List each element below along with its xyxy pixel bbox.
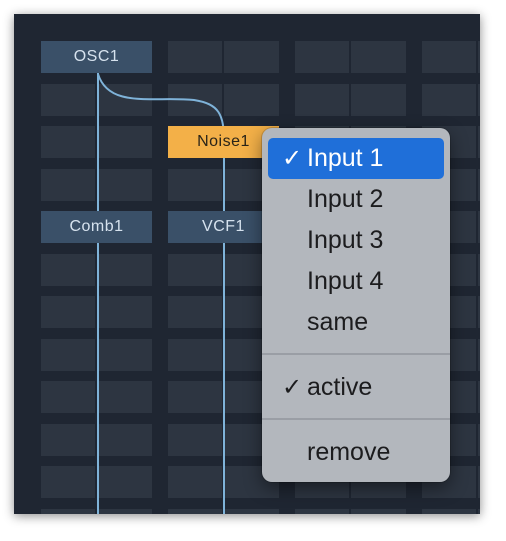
grid-slot[interactable] — [478, 424, 480, 456]
grid-slot[interactable] — [41, 339, 95, 371]
grid-slot[interactable] — [97, 126, 152, 158]
grid-slot[interactable] — [41, 381, 95, 413]
grid-slot[interactable] — [478, 339, 480, 371]
grid-slot[interactable] — [295, 41, 349, 73]
grid-slot[interactable] — [41, 254, 95, 286]
grid-slot[interactable] — [351, 509, 406, 514]
grid-slot[interactable] — [97, 509, 152, 514]
grid-slot[interactable] — [168, 381, 222, 413]
menu-item-label: Input 2 — [307, 185, 384, 213]
menu-item-label: Input 4 — [307, 267, 384, 295]
menu-item-label: Input 3 — [307, 226, 384, 254]
menu-separator — [262, 418, 450, 420]
grid-slot[interactable] — [41, 466, 95, 498]
grid-slot[interactable] — [97, 466, 152, 498]
grid-slot[interactable] — [351, 41, 406, 73]
grid-slot[interactable] — [224, 84, 279, 116]
menu-item-label: same — [307, 308, 369, 336]
grid-slot[interactable] — [478, 126, 480, 158]
grid-slot[interactable] — [478, 466, 480, 498]
menu-item-input-2[interactable]: Input 2 — [268, 179, 444, 220]
patch-grid-panel: OSC1 Noise1 Comb1 VCF1 ✓ Input 1 Input 2… — [14, 14, 480, 514]
grid-slot[interactable] — [478, 211, 480, 243]
menu-item-active[interactable]: ✓ active — [268, 367, 444, 408]
grid-slot[interactable] — [41, 169, 95, 201]
grid-slot[interactable] — [478, 84, 480, 116]
grid-slot[interactable] — [168, 84, 222, 116]
module-comb1[interactable]: Comb1 — [41, 211, 152, 243]
grid-slot[interactable] — [168, 254, 222, 286]
grid-slot[interactable] — [168, 509, 222, 514]
menu-item-same[interactable]: same — [268, 302, 444, 343]
module-osc1[interactable]: OSC1 — [41, 41, 152, 73]
grid-slot[interactable] — [168, 339, 222, 371]
menu-item-label: active — [307, 373, 373, 401]
grid-slot[interactable] — [168, 466, 222, 498]
menu-item-label: Input 1 — [307, 144, 384, 172]
grid-slot[interactable] — [478, 254, 480, 286]
menu-item-label: remove — [307, 438, 391, 466]
grid-slot[interactable] — [97, 296, 152, 328]
grid-slot[interactable] — [295, 84, 349, 116]
grid-slot[interactable] — [168, 424, 222, 456]
grid-slot[interactable] — [224, 41, 279, 73]
grid-slot[interactable] — [97, 381, 152, 413]
grid-slot[interactable] — [97, 339, 152, 371]
grid-slot[interactable] — [478, 296, 480, 328]
grid-slot[interactable] — [97, 254, 152, 286]
grid-slot[interactable] — [422, 41, 476, 73]
grid-slot[interactable] — [478, 169, 480, 201]
grid-slot[interactable] — [478, 381, 480, 413]
grid-slot[interactable] — [168, 296, 222, 328]
grid-slot[interactable] — [168, 169, 222, 201]
grid-slot[interactable] — [478, 41, 480, 73]
grid-slot[interactable] — [41, 84, 95, 116]
menu-item-input-4[interactable]: Input 4 — [268, 261, 444, 302]
grid-slot[interactable] — [41, 509, 95, 514]
grid-slot[interactable] — [422, 509, 476, 514]
grid-slot[interactable] — [97, 424, 152, 456]
grid-slot[interactable] — [41, 296, 95, 328]
grid-slot[interactable] — [41, 424, 95, 456]
grid-slot[interactable] — [422, 84, 476, 116]
menu-item-input-3[interactable]: Input 3 — [268, 220, 444, 261]
module-noise1[interactable]: Noise1 — [168, 126, 279, 158]
grid-slot[interactable] — [224, 509, 279, 514]
grid-slot[interactable] — [168, 41, 222, 73]
grid-slot[interactable] — [97, 84, 152, 116]
checkmark-icon: ✓ — [282, 145, 303, 172]
menu-separator — [262, 353, 450, 355]
menu-item-input-1[interactable]: ✓ Input 1 — [268, 138, 444, 179]
context-menu: ✓ Input 1 Input 2 Input 3 Input 4 same ✓… — [262, 128, 450, 482]
grid-slot[interactable] — [41, 126, 95, 158]
module-vcf1[interactable]: VCF1 — [168, 211, 279, 243]
grid-slot[interactable] — [97, 169, 152, 201]
menu-item-remove[interactable]: remove — [268, 432, 444, 473]
checkmark-icon: ✓ — [282, 374, 303, 401]
grid-slot[interactable] — [478, 509, 480, 514]
grid-slot[interactable] — [295, 509, 349, 514]
grid-slot[interactable] — [351, 84, 406, 116]
